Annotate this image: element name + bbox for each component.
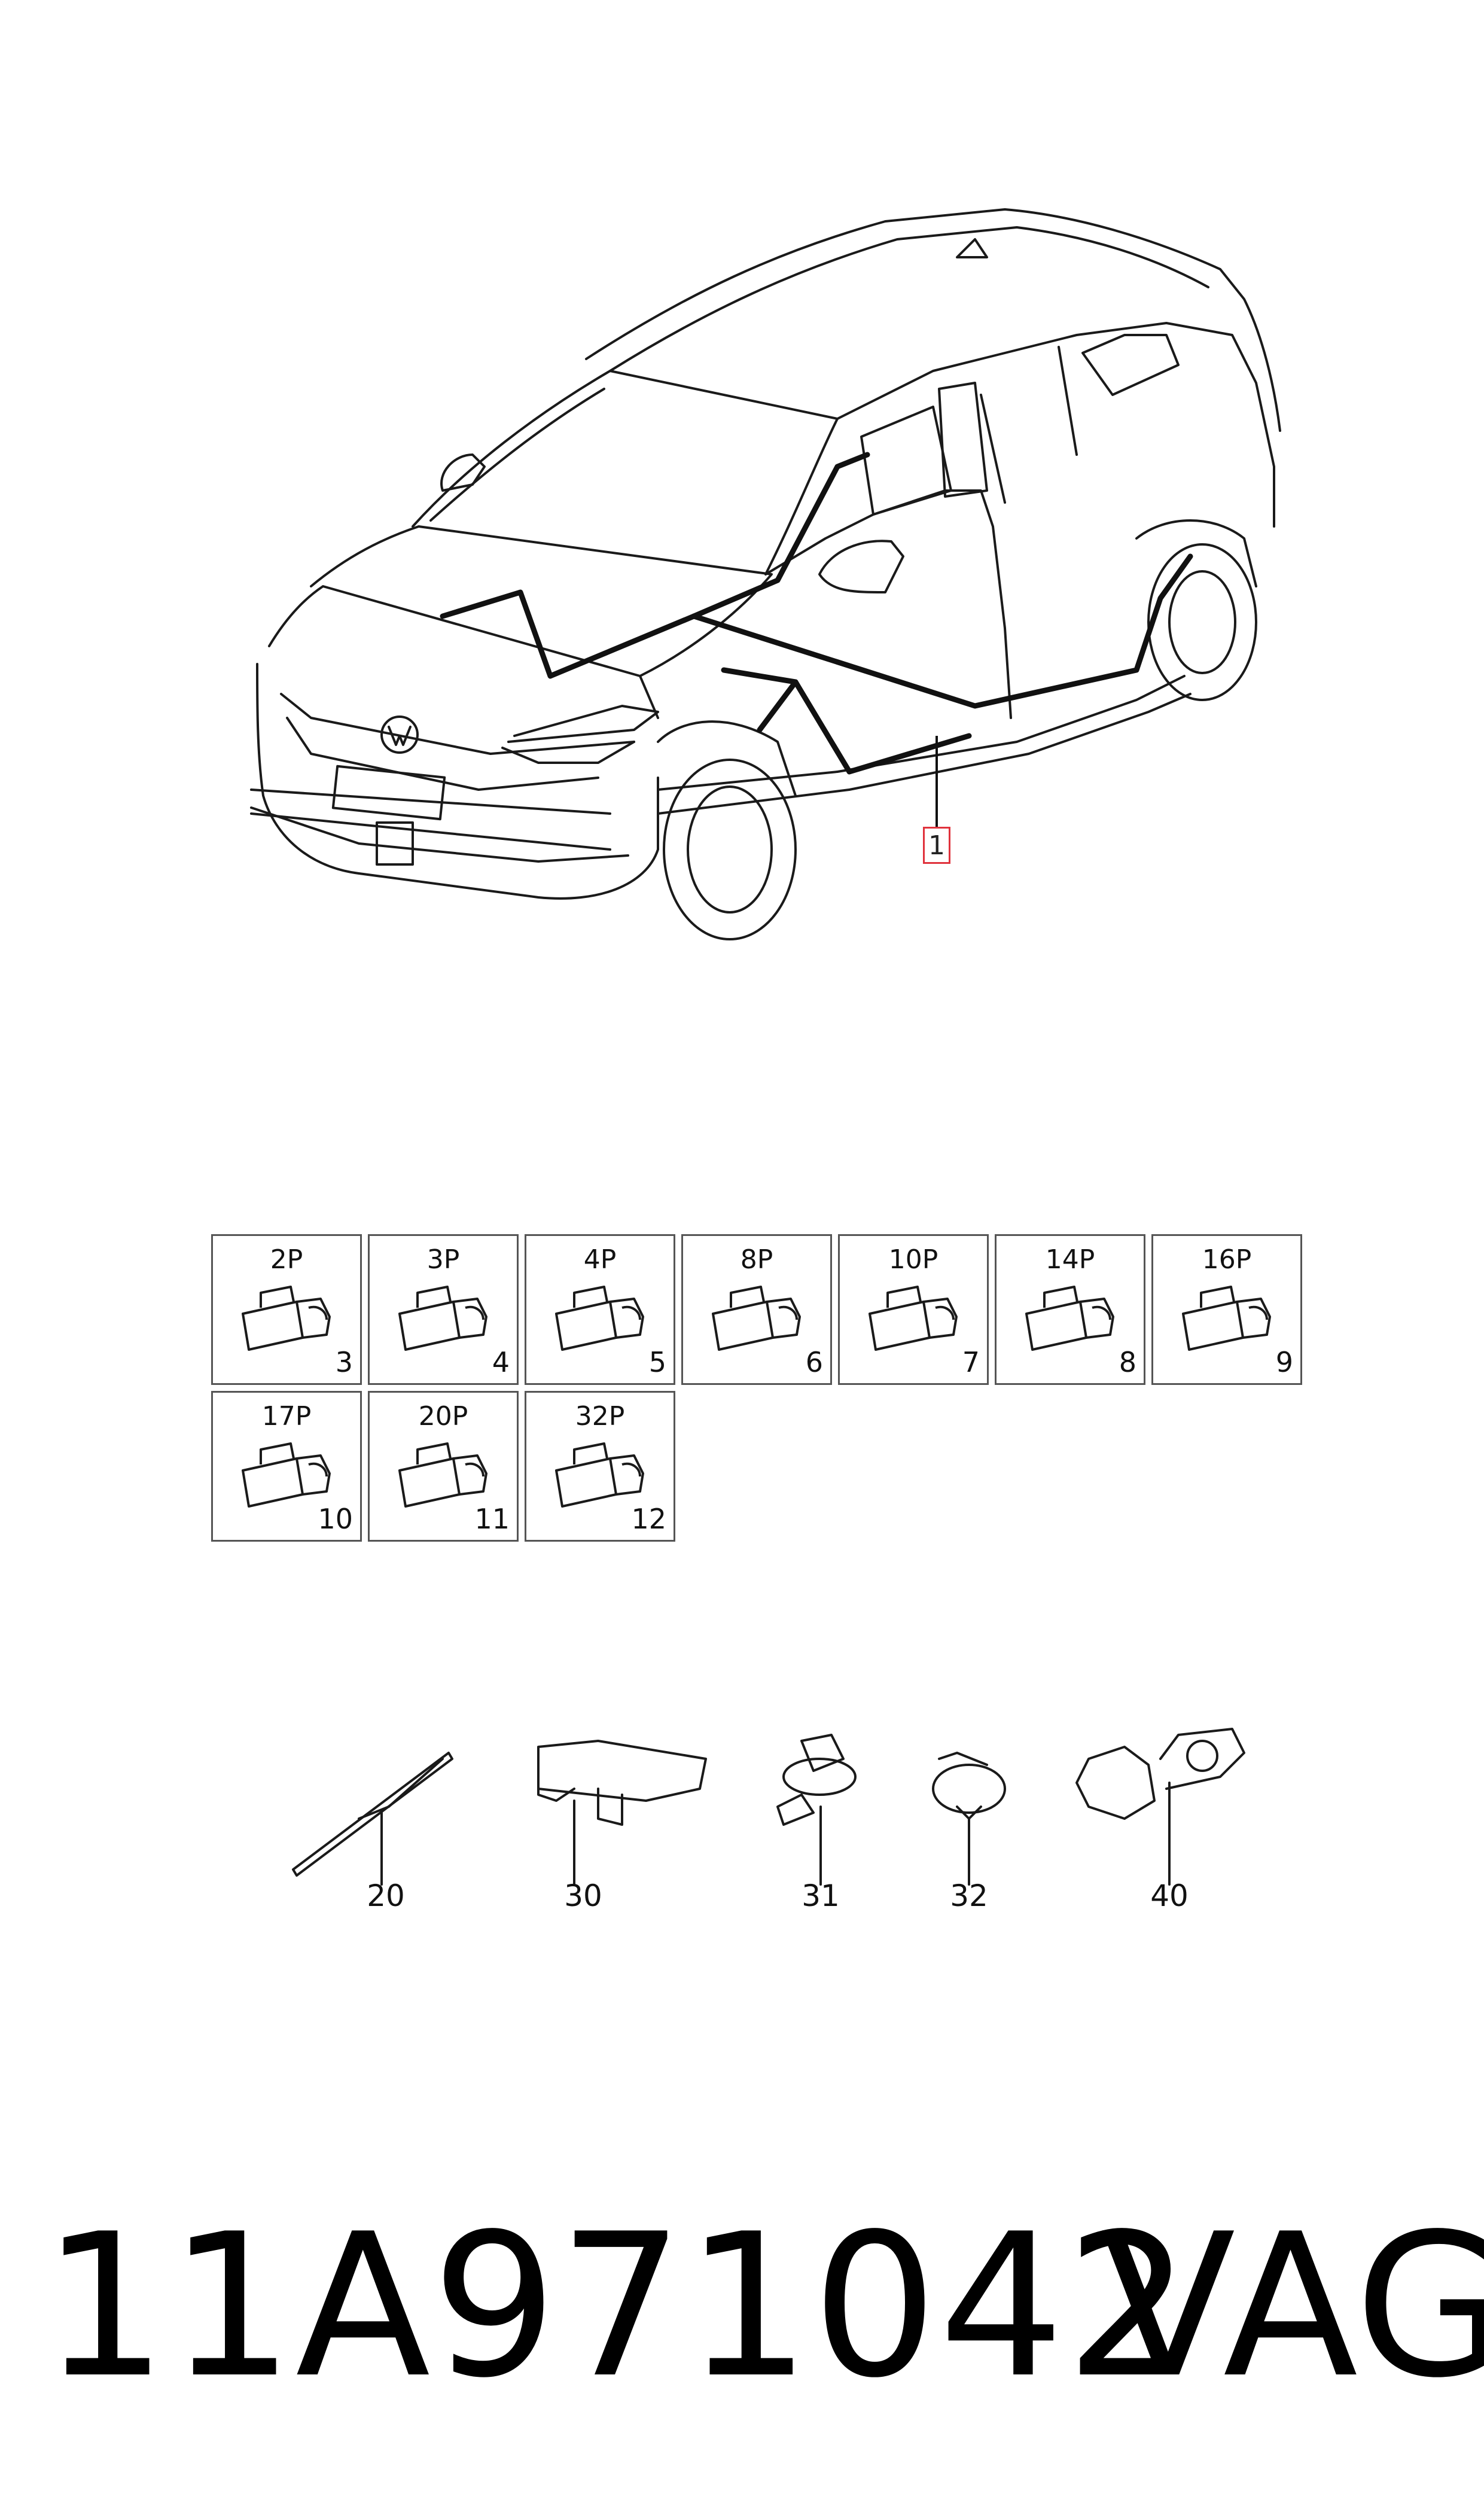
small-parts-illustrations [292, 1728, 1245, 1886]
connector-housing-icon [555, 1286, 644, 1351]
connector-pin-count: 20P [418, 1401, 468, 1432]
connector-pin-count: 14P [1045, 1244, 1095, 1275]
connector-housing-icon [242, 1286, 331, 1351]
connector-part-number: 12 [631, 1503, 666, 1535]
cable-tie-icon [292, 1752, 453, 1886]
connector-cell[interactable]: 17P 10 [211, 1391, 362, 1542]
vehicle-wiring-illustration [250, 208, 1281, 940]
connector-part-number: 5 [648, 1346, 666, 1378]
connector-housing-icon [242, 1442, 331, 1508]
connector-housing-icon [712, 1286, 801, 1351]
connector-housing-icon [555, 1442, 644, 1508]
part-callout-1[interactable]: 1 [923, 827, 950, 864]
part-label-31: 31 [802, 1878, 840, 1913]
connector-cell[interactable]: 10P 7 [838, 1234, 989, 1385]
brand-label: VAG [1101, 2191, 1484, 2421]
connector-housing-icon [398, 1286, 487, 1351]
connector-part-number: 4 [492, 1346, 510, 1378]
part-label-30: 30 [564, 1878, 602, 1913]
connector-pin-count: 10P [888, 1244, 938, 1275]
connector-housing-icon [1182, 1286, 1271, 1351]
connector-part-number: 7 [962, 1346, 980, 1378]
connector-cell[interactable]: 4P 5 [525, 1234, 675, 1385]
connector-cell[interactable]: 3P 4 [368, 1234, 519, 1385]
part-label-32: 32 [950, 1878, 988, 1913]
small-parts-row: 20 30 31 32 40 [0, 1723, 1484, 1914]
connector-part-number: 6 [805, 1346, 823, 1378]
connector-cell[interactable]: 8P 6 [681, 1234, 832, 1385]
connector-cell[interactable]: 14P 8 [995, 1234, 1145, 1385]
connector-part-number: 9 [1275, 1346, 1293, 1378]
connector-pin-count: 3P [426, 1244, 460, 1275]
part-label-20: 20 [367, 1878, 405, 1913]
round-clip-icon [932, 1752, 1006, 1886]
connector-part-number: 3 [335, 1346, 353, 1378]
connector-housing-icon [1025, 1286, 1114, 1351]
connector-housing-icon [869, 1286, 958, 1351]
connector-pin-count: 8P [740, 1244, 773, 1275]
connector-housing-icon [398, 1442, 487, 1508]
connector-part-number: 10 [318, 1503, 353, 1535]
connector-pin-count: 16P [1202, 1244, 1252, 1275]
connector-grid: 2P 3 3P 4 4P 5 8P 6 10P 7 14P 8 16P 9 17P 10 20P 11 32P 12 [211, 1234, 1302, 1557]
push-clip-icon [776, 1734, 857, 1886]
connector-pin-count: 4P [583, 1244, 617, 1275]
connector-part-number: 8 [1119, 1346, 1136, 1378]
connector-pin-count: 2P [270, 1244, 303, 1275]
connector-cell[interactable]: 32P 12 [525, 1391, 675, 1542]
part-label-40: 40 [1150, 1878, 1189, 1913]
bracket-clip-icon [537, 1740, 707, 1886]
part-code: 11A971042 [42, 2191, 1193, 2421]
connector-pin-count: 32P [575, 1401, 625, 1432]
connector-pin-count: 17P [261, 1401, 312, 1432]
cable-holder-icon [1075, 1728, 1245, 1886]
connector-cell[interactable]: 20P 11 [368, 1391, 519, 1542]
connector-part-number: 11 [474, 1503, 510, 1535]
connector-cell[interactable]: 2P 3 [211, 1234, 362, 1385]
connector-cell[interactable]: 16P 9 [1151, 1234, 1302, 1385]
